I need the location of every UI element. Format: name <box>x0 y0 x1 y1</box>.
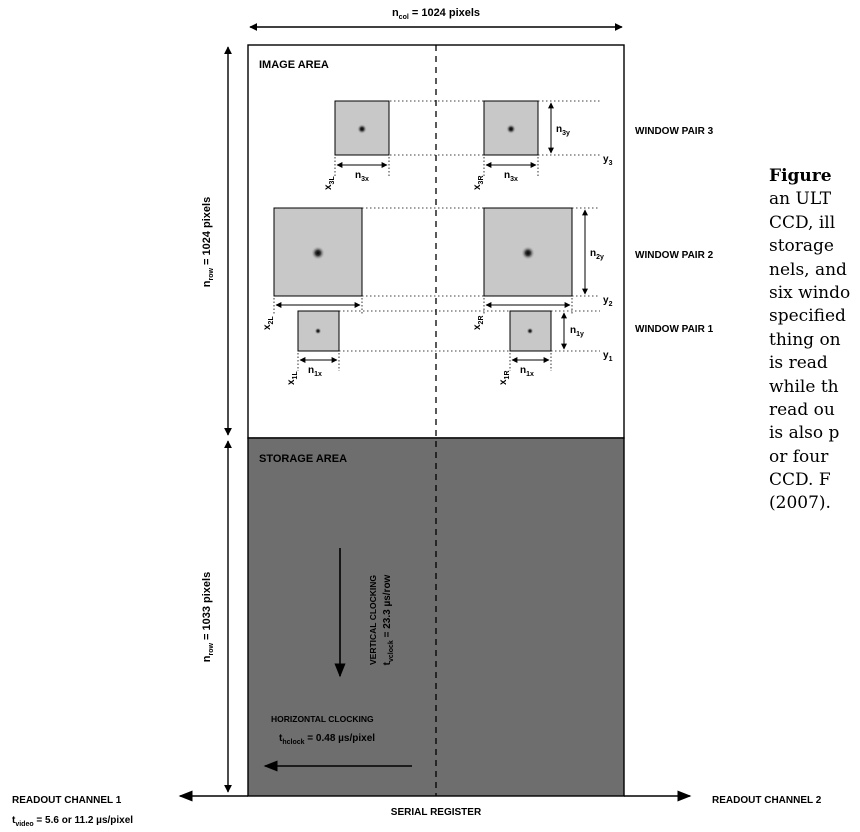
window-1-y-label: y1 <box>603 350 613 363</box>
window-pair-2-label: WINDOW PAIR 2 <box>635 250 714 261</box>
nrow-image-label: nrow = 1024 pixels <box>201 197 215 287</box>
star-icon <box>357 124 367 134</box>
window-3-y-label: y3 <box>603 154 613 167</box>
caption-line: thing on <box>769 329 841 350</box>
caption-figure-label: Figure <box>769 166 832 186</box>
window-1-xR-label: x1R <box>498 370 511 385</box>
caption-line: specified <box>769 306 846 327</box>
window-3-right-nx-label: n3x <box>504 170 518 183</box>
caption-line: an ULT <box>769 189 832 210</box>
star-icon <box>314 327 322 335</box>
window-pair-3: n3y y3 n3x x3L n3x x3R WINDOW PAIR 3 <box>323 100 714 190</box>
ncol-label: ncol = 1024 pixels <box>392 7 480 21</box>
caption-line: while th <box>769 376 839 397</box>
window-pair-1: n1y y1 n1x x1L n1x x1R WINDOW PAIR 1 <box>286 310 714 385</box>
window-2-ny-label: n2y <box>590 248 604 261</box>
image-area-label: IMAGE AREA <box>259 59 329 71</box>
caption-line: is read <box>769 353 828 374</box>
star-icon <box>506 124 516 134</box>
caption-line: (2007). <box>769 493 831 514</box>
caption-line: nels, and <box>769 259 847 280</box>
window-3-xR-label: x3R <box>472 175 485 190</box>
window-1-left-nx-label: n1x <box>308 365 322 378</box>
nrow-storage-label: nrow = 1033 pixels <box>201 572 215 662</box>
window-3-left-nx-label: n3x <box>355 170 369 183</box>
caption-line: six windo <box>769 282 851 303</box>
caption-line: read ou <box>769 399 835 420</box>
figure-caption: Figure an ULT CCD, ill storage nels, and… <box>769 165 860 516</box>
caption-line: is also p <box>769 423 840 444</box>
window-pair-1-label: WINDOW PAIR 1 <box>635 324 714 335</box>
window-1-xL-label: x1L <box>286 371 299 385</box>
readout-channel-1-label: READOUT CHANNEL 1 <box>12 795 122 806</box>
horizontal-clocking-title: HORIZONTAL CLOCKING <box>271 714 374 724</box>
window-pair-2: n2y y2 n2x x2L n2x x2R WINDOW PAIR 2 <box>262 207 714 330</box>
window-pair-3-label: WINDOW PAIR 3 <box>635 126 714 137</box>
window-2-xR-label: x2R <box>472 315 485 330</box>
horizontal-clocking-value: thclock = 0.48 µs/pixel <box>279 733 375 746</box>
window-3-xL-label: x3L <box>323 176 336 190</box>
star-icon <box>526 327 534 335</box>
caption-line: CCD, ill <box>769 212 836 233</box>
caption-line: CCD. F <box>769 470 831 491</box>
window-1-ny-label: n1y <box>570 325 584 338</box>
caption-line: or four <box>769 446 829 467</box>
vertical-clocking-value: tvclock = 23.3 µs/row <box>382 574 395 665</box>
serial-register-label: SERIAL REGISTER <box>391 807 482 818</box>
tvideo-label: tvideo = 5.6 or 11.2 µs/pixel <box>12 815 133 828</box>
window-1-right-nx-label: n1x <box>520 365 534 378</box>
vertical-clocking-title: VERTICAL CLOCKING <box>368 575 378 665</box>
readout-channel-2-label: READOUT CHANNEL 2 <box>712 795 822 806</box>
storage-area-label: STORAGE AREA <box>259 453 347 465</box>
star-icon <box>521 246 535 260</box>
window-3-ny-label: n3y <box>556 124 570 137</box>
window-2-y-label: y2 <box>603 295 613 308</box>
caption-line: storage <box>769 236 834 257</box>
window-2-xL-label: x2L <box>262 316 275 330</box>
star-icon <box>311 246 325 260</box>
